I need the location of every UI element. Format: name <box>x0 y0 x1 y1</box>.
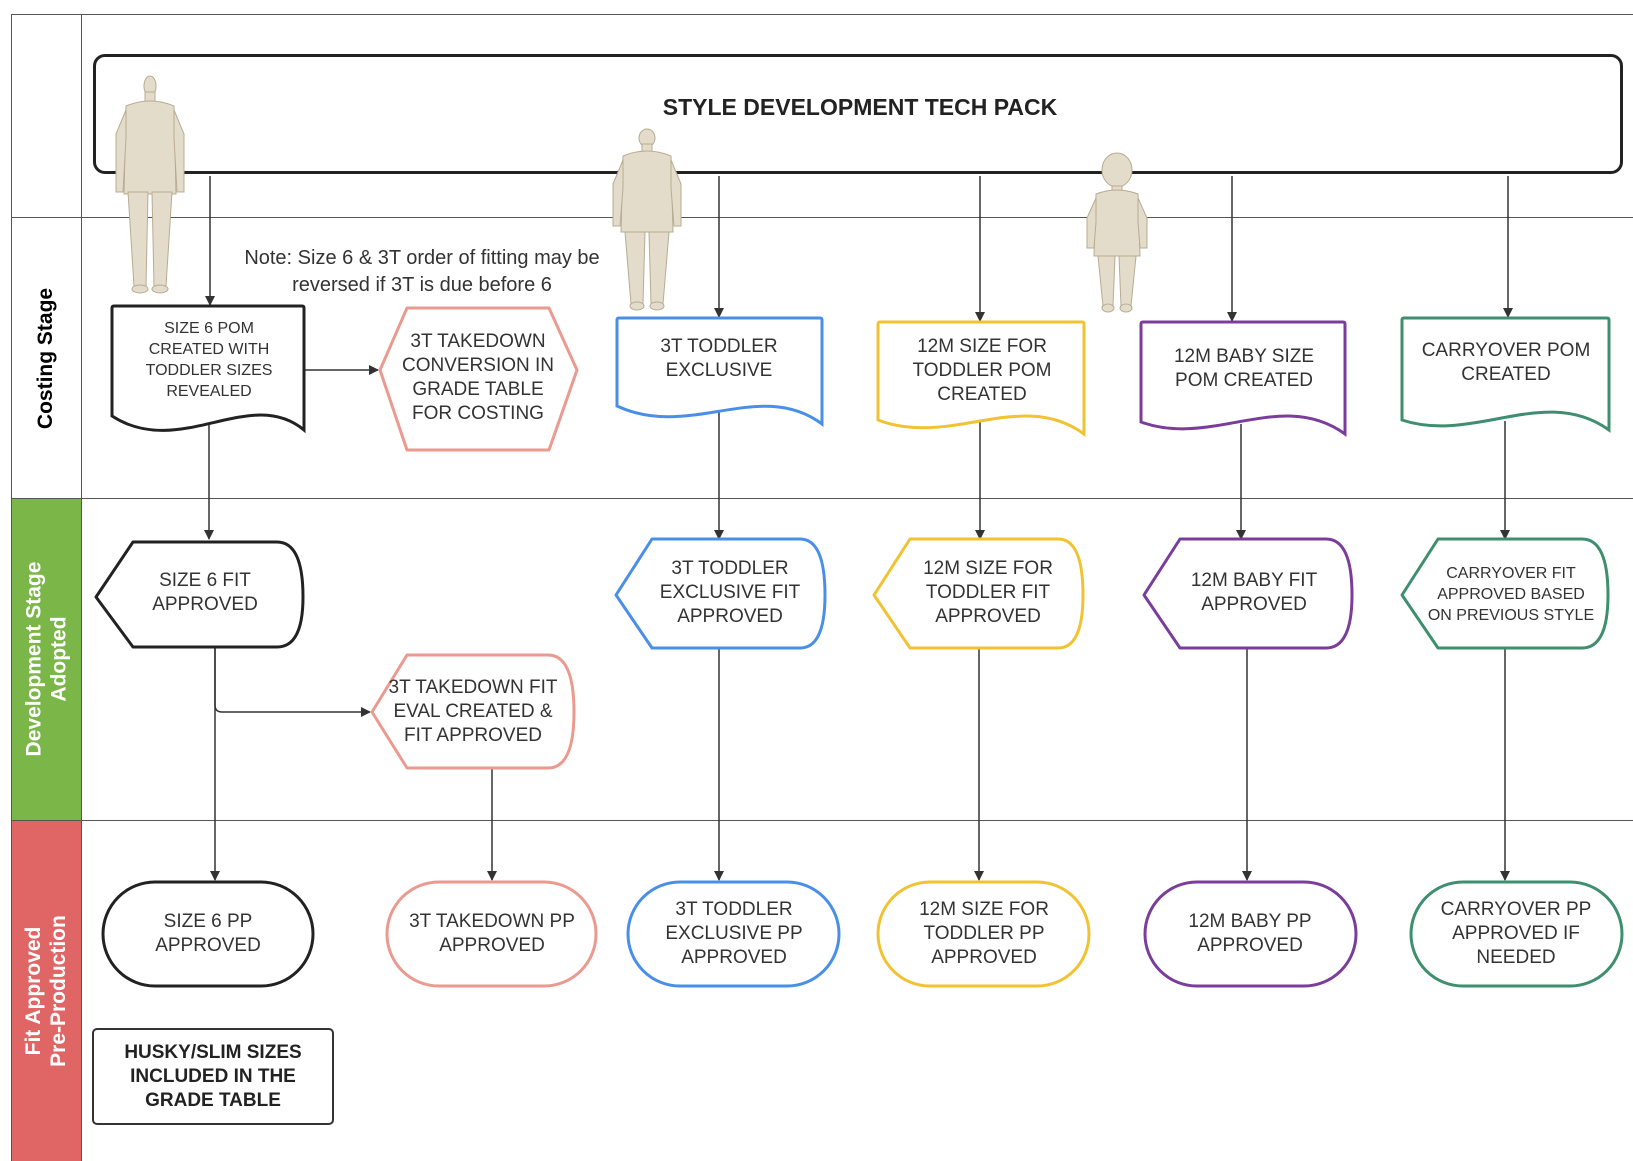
node-dev-12m-baby <box>1142 537 1354 650</box>
lane-development-stage: Development Stage Adopted <box>11 498 81 820</box>
label-pp-takedown: 3T TAKEDOWN PP APPROVED <box>409 911 575 956</box>
lane-fit-approved: Fit Approved Pre-Production <box>11 820 81 1161</box>
label-dev-3t: 3T TODDLER EXCLUSIVE FIT APPROVED <box>659 558 801 627</box>
label-dev-12m-toddler: 12M SIZE FOR TODDLER FIT APPROVED <box>923 558 1053 627</box>
mannequin-child-icon <box>115 75 185 294</box>
node-dev-size6 <box>94 540 305 649</box>
label-pp-12m-toddler: 12M SIZE FOR TODDLER PP APPROVED <box>919 899 1049 968</box>
node-pp-12m-toddler <box>876 880 1091 988</box>
label-pp-carryover: CARRYOVER PP APPROVED IF NEEDED <box>1440 899 1592 968</box>
lane-divider-fit <box>11 820 1633 821</box>
tech-pack-frame <box>93 54 1623 174</box>
fitting-order-note: Note: Size 6 & 3T order of fitting may b… <box>244 247 600 296</box>
lane-header-divider <box>81 14 82 1161</box>
node-dev-12m-toddler <box>872 537 1085 650</box>
node-pp-12m-baby <box>1143 880 1358 988</box>
lane-divider-top <box>11 14 1633 15</box>
label-pp-3t: 3T TODDLER EXCLUSIVE PP APPROVED <box>665 899 803 968</box>
lane-border-left <box>11 14 12 1161</box>
label-pp-size6: SIZE 6 PP APPROVED <box>155 911 261 956</box>
node-costing-size6 <box>110 304 306 434</box>
mannequin-baby-icon <box>1086 152 1148 313</box>
node-costing-12m-toddler <box>876 320 1086 437</box>
node-costing-takedown <box>378 306 579 452</box>
label-costing-takedown: 3T TAKEDOWN CONVERSION IN GRADE TABLE FO… <box>401 331 555 424</box>
node-costing-12m-baby <box>1139 320 1347 437</box>
node-pp-carryover <box>1409 880 1624 988</box>
label-dev-takedown: 3T TAKEDOWN FIT EVAL CREATED & FIT APPRO… <box>388 677 558 746</box>
node-pp-size6 <box>101 880 315 988</box>
tech-pack-title: STYLE DEVELOPMENT TECH PACK <box>662 94 1058 120</box>
lane-costing-stage: Costing Stage <box>11 218 81 498</box>
lane-divider-development <box>11 498 1633 499</box>
mannequin-toddler-icon <box>612 128 682 311</box>
label-dev-carryover: CARRYOVER FIT APPROVED BASED ON PREVIOUS… <box>1427 564 1595 624</box>
lane-divider-costing <box>11 217 1633 218</box>
label-costing-size6: SIZE 6 POM CREATED WITH TODDLER SIZES RE… <box>145 320 273 400</box>
label-dev-12m-baby: 12M BABY FIT APPROVED <box>1190 570 1318 615</box>
label-pp-12m-baby: 12M BABY PP APPROVED <box>1188 911 1312 956</box>
node-dev-carryover <box>1400 537 1610 650</box>
husky-slim-legend-text: HUSKY/SLIM SIZES INCLUDED IN THE GRADE T… <box>124 1041 302 1111</box>
husky-slim-legend: HUSKY/SLIM SIZES INCLUDED IN THE GRADE T… <box>92 1028 334 1125</box>
label-dev-size6: SIZE 6 FIT APPROVED <box>152 570 258 615</box>
node-costing-3t <box>615 316 824 427</box>
label-costing-12m-baby: 12M BABY SIZE POM CREATED <box>1173 346 1315 391</box>
label-costing-3t: 3T TODDLER EXCLUSIVE <box>660 336 778 381</box>
node-pp-takedown <box>385 880 598 988</box>
node-dev-takedown <box>370 653 576 770</box>
connector-size6fit-takedownfit <box>214 648 371 717</box>
label-costing-carryover: CARRYOVER POM CREATED <box>1421 340 1591 385</box>
node-costing-carryover <box>1400 316 1611 433</box>
node-pp-3t <box>626 880 841 988</box>
label-costing-12m-toddler: 12M SIZE FOR TODDLER POM CREATED <box>912 336 1052 405</box>
node-dev-3t <box>614 537 827 650</box>
